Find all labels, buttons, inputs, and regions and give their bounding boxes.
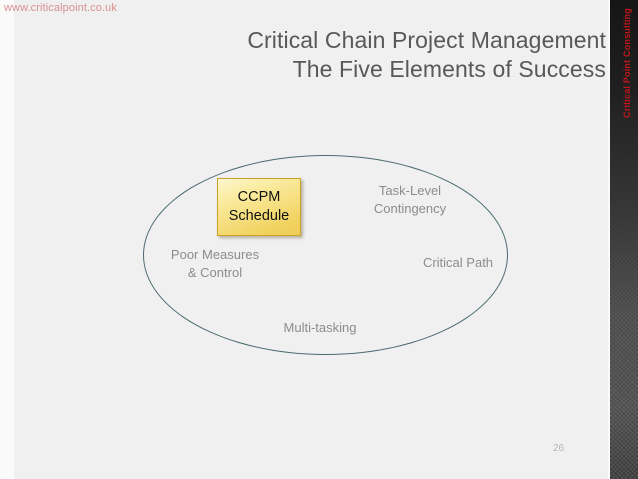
label-critical-path-line-1: Critical Path	[422, 255, 494, 270]
label-poor-measures-control-line-1: Poor Measures	[170, 247, 260, 262]
brand-band-text: Critical Point Consulting	[622, 8, 632, 118]
label-poor-measures-control: Poor Measures & Control	[150, 246, 280, 281]
label-critical-path: Critical Path	[396, 254, 520, 272]
brand-band-edge	[607, 0, 610, 479]
ccpm-schedule-box-line-1: CCPM	[237, 188, 281, 205]
label-poor-measures-control-line-2: & Control	[187, 264, 243, 280]
page-title-line-1: Critical Chain Project Management	[247, 27, 606, 53]
label-multi-tasking-line-1: Multi-tasking	[283, 320, 357, 335]
label-task-level-contingency: Task-Level Contingency	[340, 182, 480, 217]
label-task-level-contingency-line-1: Task-Level	[378, 183, 442, 198]
page-title-line-2: The Five Elements of Success	[292, 56, 606, 83]
brand-band: Critical Point Consulting	[610, 0, 638, 479]
ccpm-schedule-box: CCPM Schedule	[217, 178, 301, 236]
left-gutter	[0, 0, 14, 479]
elements-ellipse	[143, 155, 508, 355]
label-multi-tasking: Multi-tasking	[260, 319, 380, 337]
label-task-level-contingency-line-2: Contingency	[373, 200, 447, 216]
page-number: 26	[553, 443, 565, 454]
page-title: Critical Chain Project Management The Fi…	[186, 26, 606, 85]
site-url-text: www.criticalpoint.co.uk	[4, 2, 117, 14]
ccpm-schedule-box-line-2: Schedule	[228, 208, 290, 224]
